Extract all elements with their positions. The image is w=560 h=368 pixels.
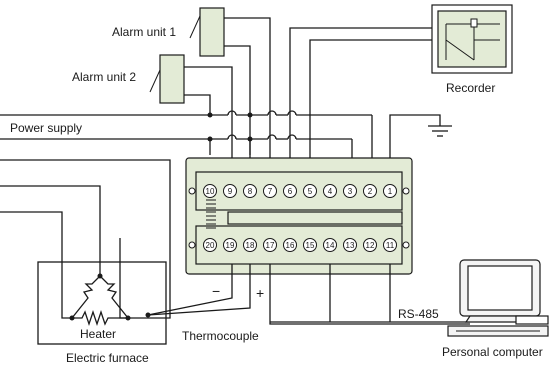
terminal-12	[363, 238, 377, 252]
terminal-label-16: 16	[286, 241, 295, 250]
terminal-label-13: 13	[346, 241, 355, 250]
terminal-label-10: 10	[206, 187, 215, 196]
terminal-5	[303, 184, 317, 198]
alarm-unit-1: Alarm unit 1	[112, 7, 225, 57]
alarm-unit-2: Alarm unit 2	[72, 54, 185, 104]
terminal-label-8: 8	[248, 187, 253, 196]
heater-power-wiring	[0, 159, 171, 319]
thermocouple-label: Thermocouple	[182, 329, 259, 343]
terminal-label-19: 19	[226, 241, 235, 250]
thermocouple-plus-label: +	[256, 285, 264, 301]
terminal-label-14: 14	[326, 241, 335, 250]
thermocouple-wiring	[145, 264, 251, 318]
terminal-13	[343, 238, 357, 252]
terminal-8	[243, 184, 257, 198]
rs485-label: RS-485	[398, 307, 439, 321]
terminal-label-5: 5	[308, 187, 313, 196]
terminal-label-11: 11	[386, 241, 395, 250]
terminal-label-1: 1	[388, 187, 393, 196]
terminal-20	[203, 238, 217, 252]
terminal-label-20: 20	[206, 241, 215, 250]
terminal-10	[203, 184, 217, 198]
terminal-label-6: 6	[288, 187, 293, 196]
electric-furnace-label: Electric furnace	[66, 351, 149, 365]
terminal-label-4: 4	[328, 187, 333, 196]
terminal-label-2: 2	[368, 187, 373, 196]
terminal-6	[283, 184, 297, 198]
terminal-19	[223, 238, 237, 252]
terminal-label-9: 9	[228, 187, 233, 196]
terminal-15	[303, 238, 317, 252]
terminal-18	[243, 238, 257, 252]
terminal-2	[363, 184, 377, 198]
recorder-label: Recorder	[446, 81, 495, 95]
terminal-11	[383, 238, 397, 252]
terminal-label-18: 18	[246, 241, 255, 250]
power-supply-label: Power supply	[10, 121, 82, 135]
terminal-9	[223, 184, 237, 198]
terminal-label-3: 3	[348, 187, 353, 196]
personal-computer-label: Personal computer	[442, 345, 543, 359]
rs485-wiring	[269, 264, 470, 325]
terminal-3	[343, 184, 357, 198]
terminal-7	[263, 184, 277, 198]
terminal-16	[283, 238, 297, 252]
terminal-label-7: 7	[268, 187, 273, 196]
electric-furnace: Heater	[37, 261, 167, 345]
terminal-17	[263, 238, 277, 252]
terminal-1	[383, 184, 397, 198]
personal-computer	[447, 259, 549, 337]
heater-symbol	[69, 273, 131, 327]
heater-label: Heater	[80, 327, 116, 341]
alarm-unit-1-label: Alarm unit 1	[112, 25, 176, 39]
alarm-unit-2-label: Alarm unit 2	[72, 70, 136, 84]
ground-symbol	[389, 114, 452, 190]
alarm-wiring	[184, 17, 271, 190]
thermocouple-minus-label: −	[212, 283, 220, 299]
recorder: Recorder	[431, 4, 513, 95]
terminal-4	[323, 184, 337, 198]
power-supply-lines: Power supply	[0, 112, 372, 142]
terminal-label-17: 17	[266, 241, 275, 250]
terminal-label-15: 15	[306, 241, 315, 250]
terminal-14	[323, 238, 337, 252]
terminal-label-12: 12	[366, 241, 375, 250]
